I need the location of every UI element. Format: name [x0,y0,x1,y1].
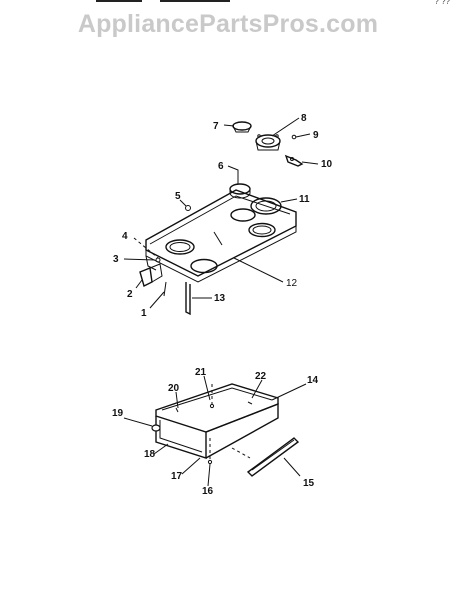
leader-6 [227,165,239,184]
part-15-rail-groove [251,439,295,471]
header-rule-left [96,0,142,2]
part-7-base [232,125,252,133]
cooktop-leaders [123,117,319,309]
leader-8 [271,117,300,137]
drawer-front-inset [159,420,203,453]
part-10-bracket [284,154,304,167]
callout-7: 7 [213,121,219,132]
drip-bowl-6 [229,183,251,195]
part-2-hinge-side [149,263,163,283]
drawer-part-22-tab [247,401,253,405]
burner-opening-right [248,222,276,238]
leader-11 [280,198,298,203]
part-8-burner-center [261,137,275,145]
callout-21: 21 [195,367,207,378]
leader-19 [123,417,153,427]
drip-bowl-11 [250,197,282,215]
leader-2 [135,279,143,289]
callout-2: 2 [127,289,133,300]
callout-1: 1 [141,308,147,319]
part-8-burner-body [255,140,281,151]
drawer-part-16-screw [207,459,213,465]
burner-opening-right-inner [252,225,272,235]
leader-12 [233,257,284,283]
callout-17: 17 [171,471,183,482]
callout-9: 9 [313,130,319,141]
drawer-assembly [151,383,300,477]
part-10-hole [290,157,294,161]
cooktop-highlight-mark [213,231,223,246]
part-4-leader-dashed [133,237,159,259]
part-15-slide-rail [246,437,300,477]
callout-12: 12 [286,278,298,289]
callout-6: 6 [218,161,224,172]
leader-16 [207,463,211,487]
part-9-screw [291,134,297,140]
part-2-hinge [139,267,153,288]
drawer-guide-15 [231,447,251,459]
callout-16: 16 [202,486,214,497]
burner-opening-front [190,258,218,274]
callout-8: 8 [301,113,307,124]
part-13-rod [185,282,191,316]
drawer-side-panel [205,402,279,459]
part-3-screw [155,257,161,263]
leader-9 [295,133,311,138]
drawer-inner-rim [161,387,273,411]
leader-1 [149,291,165,309]
callout-18: 18 [144,449,156,460]
callout-labels: 7 8 9 10 6 5 11 4 3 12 2 13 1 20 21 22 1… [112,113,333,497]
leader-15 [283,457,301,477]
callout-3: 3 [113,254,119,265]
cooktop-assembly [133,121,304,316]
burner-opening-left-front-inner [169,242,191,252]
watermark-text: AppliancePartsPros.com [77,10,379,38]
part-8-port-a [257,134,261,138]
callout-13: 13 [214,293,226,304]
drawer-part-21-screw [209,403,215,409]
drawer-part-20-tab [175,407,179,413]
leader-21 [203,375,211,401]
drip-bowl-6-side [229,189,251,199]
leader-14 [271,383,307,401]
burner-opening-left-front [165,239,195,255]
leader-7 [223,124,235,127]
burner-opening-rear [230,208,256,222]
callout-4: 4 [122,231,128,242]
cooktop-inner-edge [149,195,291,245]
part-1-pin [163,281,167,297]
callout-5: 5 [175,191,181,202]
leader-20 [175,391,179,409]
leader-17 [181,457,201,475]
drip-bowl-11-inner [255,200,277,212]
drawer-leaders [123,375,307,487]
part-5-screw [185,205,191,211]
callout-20: 20 [168,383,180,394]
corner-mark: ? ?? [434,0,450,6]
leader-3 [123,258,156,261]
leader-22 [251,379,263,399]
header-rule-marks [0,0,456,6]
callout-11: 11 [299,194,310,205]
callout-14: 14 [307,375,319,386]
drawer-front-panel [155,416,207,459]
callout-22: 22 [255,371,267,382]
leader-5 [179,199,187,207]
cooktop-front-edge [145,226,297,283]
drawer-part-19-bumper [151,424,161,432]
part-7-cap [232,121,252,131]
callout-15: 15 [303,478,315,489]
leader-18 [153,443,169,455]
callout-19: 19 [112,408,124,419]
header-rule-right [160,0,230,2]
leader-10 [301,161,319,165]
part-8-port-b [275,134,279,138]
callout-10: 10 [321,159,333,170]
